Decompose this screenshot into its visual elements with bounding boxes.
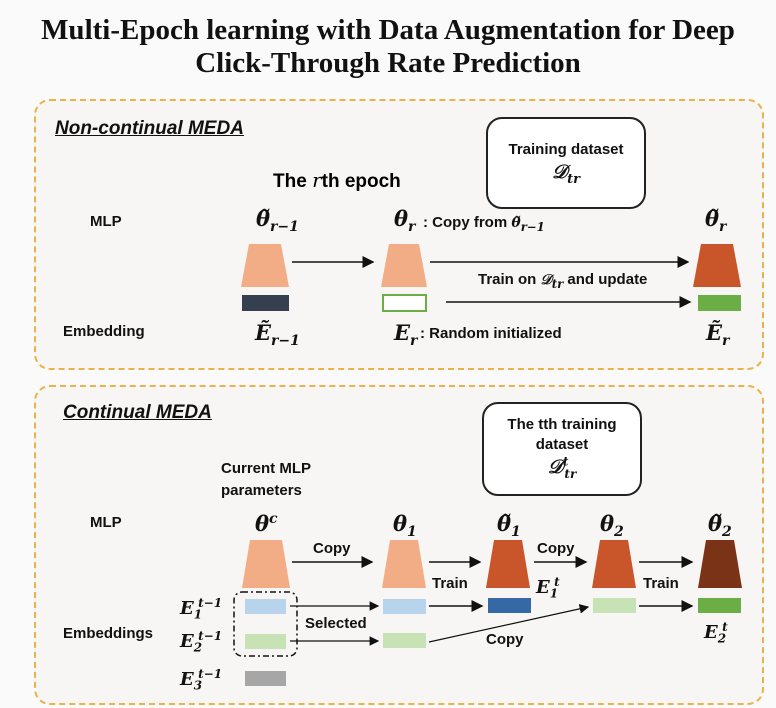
continual-dataset-box: The tth training dataset 𝒟ttr: [482, 402, 642, 496]
theta-2-tilde-symbol: θ̃2: [708, 511, 732, 541]
current-mlp-label-2: parameters: [221, 482, 302, 499]
mlp-block-r: [381, 244, 427, 287]
mlp-block-out: [693, 244, 741, 287]
mlp-block-c: [242, 540, 290, 588]
copy-from-label: : Copy from θ̃r−1: [423, 214, 545, 234]
dataset-box-label-1: The tth training: [507, 416, 617, 433]
dataset-box-symbol: 𝒟tr: [551, 161, 581, 187]
noncontinual-dataset-box: Training dataset 𝒟tr: [486, 117, 646, 209]
dataset-box-label-2: dataset: [535, 436, 589, 453]
mlp-block-1: [382, 540, 426, 588]
noncontinual-section-title: Non-continual MEDA: [55, 118, 244, 139]
mlp-block-2-tilde: [698, 540, 742, 588]
emb-block-out: [698, 295, 741, 311]
epoch-label: The rth epoch: [273, 168, 401, 192]
dataset-box-symbol: 𝒟ttr: [547, 455, 577, 482]
theta-2-symbol: θ2: [600, 511, 624, 541]
emb-2-trained: [698, 598, 741, 613]
current-mlp-label-1: Current MLP: [221, 460, 311, 477]
e3-prev-symbol: E3t−1: [180, 667, 223, 693]
e1-t-symbol: E1t: [536, 575, 560, 601]
copy-label-3: Copy: [486, 631, 524, 648]
emb-r-symbol: Er: [394, 320, 418, 350]
emb-e2-prev: [245, 634, 286, 649]
noncontinual-mlp-label: MLP: [90, 213, 122, 230]
selected-box: [233, 591, 298, 657]
emb-block-r: [382, 294, 427, 312]
dataset-box-label: Training dataset: [508, 141, 624, 158]
emb-1-light: [383, 599, 426, 614]
copy-label-2: Copy: [537, 540, 575, 557]
continual-embeddings-label: Embeddings: [63, 625, 154, 642]
random-init-label: : Random initialized: [420, 325, 562, 342]
page-title-line2: Click-Through Rate Prediction: [195, 47, 581, 79]
arrow-emb2-copy: [428, 604, 590, 643]
emb-e3-prev: [245, 671, 286, 686]
theta-out-symbol: θ̃r: [705, 206, 727, 236]
theta-1-symbol: θ1: [393, 511, 417, 541]
selected-label: Selected: [305, 615, 367, 632]
emb-1-trained: [488, 598, 531, 613]
train-label-2: Train: [643, 575, 679, 592]
emb-block-prev: [242, 295, 289, 311]
continual-section-title: Continual MEDA: [63, 402, 212, 423]
copy-label-1: Copy: [313, 540, 351, 557]
e1-prev-symbol: E1t−1: [180, 596, 223, 622]
emb-2-copy: [593, 598, 636, 613]
theta-prev-symbol: θ̃r−1: [256, 206, 299, 236]
continual-mlp-label: MLP: [90, 514, 122, 531]
theta-r-symbol: θr: [394, 206, 416, 236]
e2-t-symbol: E2t: [704, 620, 728, 646]
emb-prev-symbol: Ẽr−1: [255, 320, 300, 350]
mlp-block-1-tilde: [486, 540, 530, 588]
train-label-1: Train: [432, 575, 468, 592]
page-title-line1: Multi-Epoch learning with Data Augmentat…: [41, 14, 735, 46]
theta-1-tilde-symbol: θ̃1: [497, 511, 521, 541]
emb-e1-prev: [245, 599, 286, 614]
e2-prev-symbol: E2t−1: [180, 629, 223, 655]
mlp-block-prev: [241, 244, 289, 287]
emb-2-light: [383, 633, 426, 648]
mlp-block-2: [592, 540, 636, 588]
emb-out-symbol: Ẽr: [706, 320, 730, 350]
theta-c-symbol: θc: [255, 511, 278, 536]
noncontinual-embedding-label: Embedding: [63, 323, 145, 340]
train-update-label: Train on 𝒟tr and update: [478, 271, 648, 291]
